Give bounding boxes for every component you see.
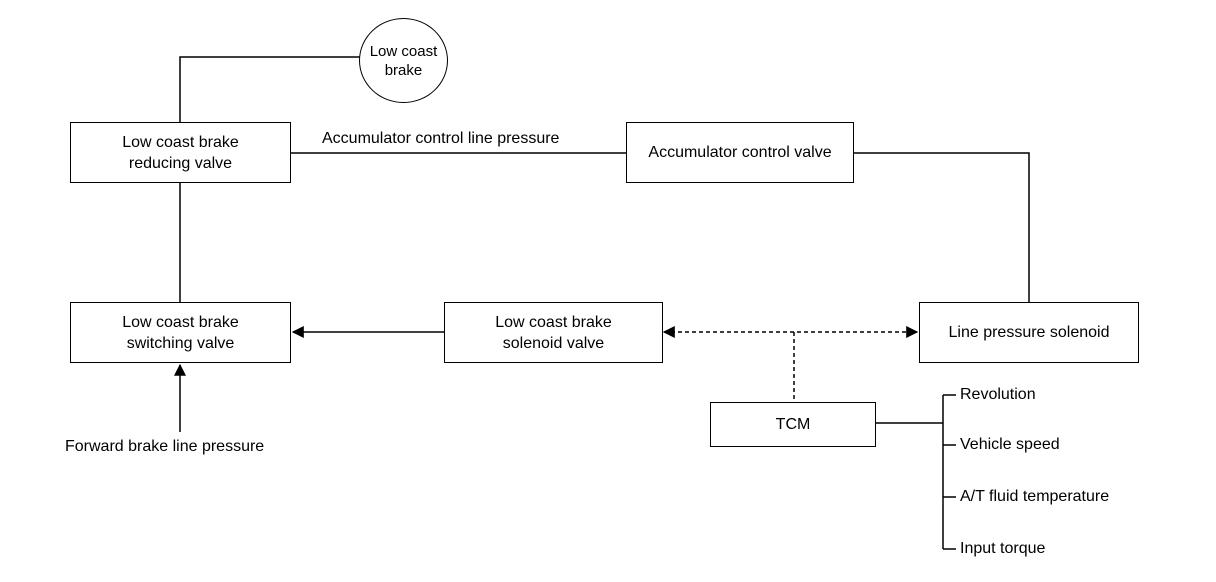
switching-valve-box: Low coast brake switching valve bbox=[70, 302, 291, 363]
line-accumulator-to-solenoid bbox=[853, 152, 1030, 302]
tcm-box: TCM bbox=[710, 402, 876, 447]
forward-brake-label: Forward brake line pressure bbox=[65, 438, 265, 455]
input-vehicle-speed: Vehicle speed bbox=[960, 436, 1060, 453]
line-pressure-solenoid-box: Line pressure solenoid bbox=[919, 302, 1139, 363]
accumulator-control-valve-box: Accumulator control valve bbox=[626, 122, 854, 183]
accumulator-pressure-label: Accumulator control line pressure bbox=[322, 130, 560, 147]
solenoid-valve-box: Low coast brake solenoid valve bbox=[444, 302, 663, 363]
low-coast-brake-circle: Low coast brake bbox=[359, 18, 448, 103]
reducing-valve-box: Low coast brake reducing valve bbox=[70, 122, 291, 183]
input-fluid-temperature: A/T fluid temperature bbox=[960, 488, 1110, 505]
line-reducing-to-brake bbox=[179, 56, 360, 122]
input-torque: Input torque bbox=[960, 540, 1046, 557]
input-revolution: Revolution bbox=[960, 386, 1036, 403]
